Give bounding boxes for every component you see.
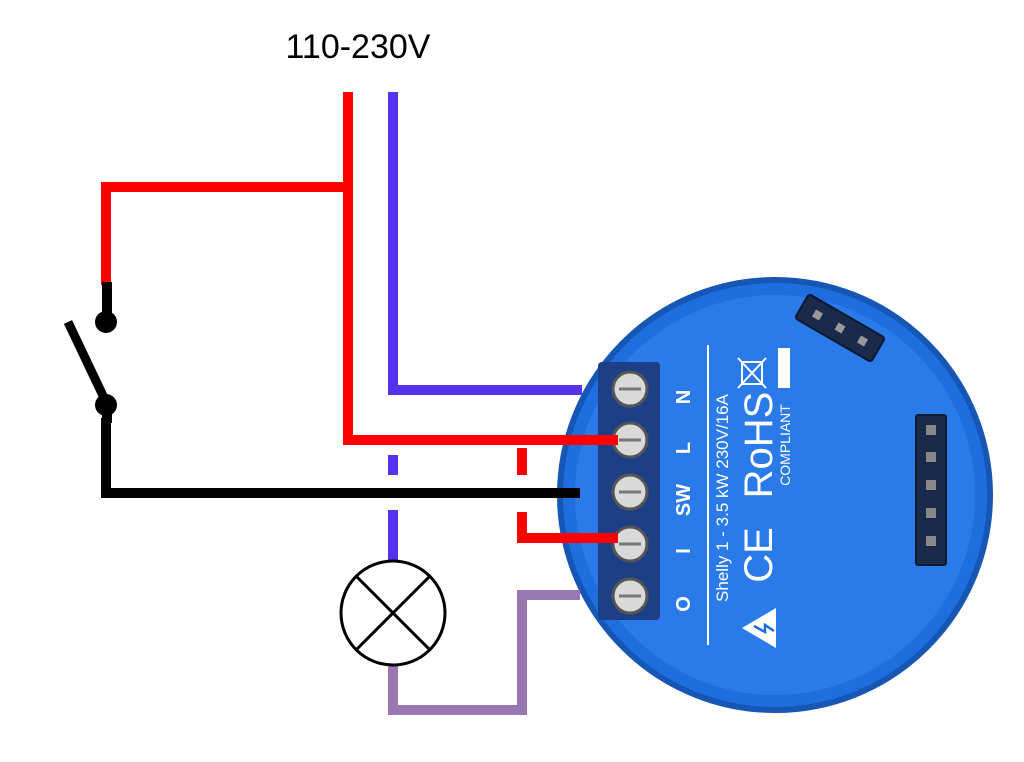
switch-icon — [63, 282, 117, 423]
device-face — [575, 295, 975, 695]
terminal-screw-l — [611, 421, 649, 459]
top-header-connector — [794, 293, 886, 363]
terminal-screw-sw — [611, 473, 649, 511]
neutral-wire-main — [388, 92, 582, 395]
live-wire-to-switch — [101, 182, 348, 285]
supply-voltage-label: 110-230V — [286, 28, 431, 66]
high-voltage-warning-icon — [742, 608, 776, 648]
terminal-screw-o — [611, 577, 649, 615]
device-model-text: Shelly 1 - 3.5 kW 230V/16A — [713, 393, 732, 602]
shelly-device: N L SW I O Shelly 1 - 3.5 kW 230V/16A Ro… — [557, 277, 993, 713]
bin-underline — [778, 348, 790, 388]
terminal-label-n: N — [673, 390, 695, 404]
ce-mark: CE — [737, 527, 781, 583]
terminal-label-l: L — [673, 442, 695, 454]
wires — [101, 92, 618, 715]
side-header-connector — [915, 414, 947, 566]
switch-wire — [101, 418, 580, 498]
crossed-out-bin-icon — [737, 357, 767, 389]
terminal-label-o: O — [673, 596, 695, 612]
output-wire — [388, 590, 580, 715]
terminal-label-sw: SW — [673, 484, 695, 516]
rohs-text: RoHS — [737, 392, 781, 499]
terminal-screw-i — [611, 525, 649, 563]
lamp-icon — [339, 559, 447, 667]
live-bridge-lower — [517, 512, 618, 543]
terminal-label-i: I — [673, 548, 695, 554]
terminal-screw-n — [611, 370, 649, 408]
rohs-compliant-text: COMPLIANT — [777, 404, 793, 486]
terminal-screws — [611, 370, 649, 615]
live-wire-main — [343, 92, 618, 445]
